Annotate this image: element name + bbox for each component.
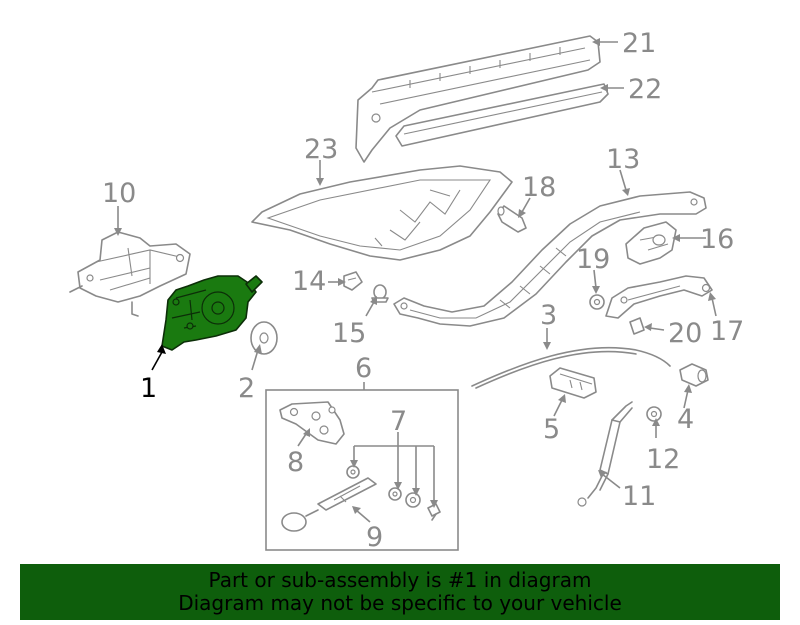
- callout-5: 5: [543, 414, 560, 445]
- part-2-washer: [250, 321, 278, 355]
- callout-22: 22: [628, 74, 662, 105]
- callout-3: 3: [540, 300, 557, 331]
- part-8-plate: [279, 401, 345, 445]
- callout-16: 16: [700, 224, 734, 255]
- callout-19: 19: [576, 244, 610, 275]
- banner-line-1: Part or sub-assembly is #1 in diagram: [208, 568, 592, 592]
- callout-14: 14: [292, 266, 326, 297]
- callout-2: 2: [238, 373, 255, 404]
- callout-23: 23: [304, 134, 338, 165]
- part-21-upper-rail: [355, 35, 601, 163]
- banner-line-2: Diagram may not be specific to your vehi…: [178, 591, 622, 615]
- info-banner: Part or sub-assembly is #1 in diagram Di…: [20, 564, 780, 620]
- part-23-lid-panel: [251, 165, 513, 261]
- callout-21: 21: [622, 28, 656, 59]
- part-12-nut: [646, 406, 662, 422]
- part-15-fastener: [371, 284, 389, 303]
- part-22-seal-strip: [395, 83, 609, 147]
- callout-labels: 1 2 3 4 5 6 7 8 9 10 11 12 13 14 15 16 1…: [102, 28, 744, 553]
- part-10-latch-bracket: [69, 231, 191, 317]
- part-3-cable: [471, 346, 671, 389]
- part-7-bushings: [346, 465, 441, 521]
- part-5-switch: [549, 367, 597, 399]
- callout-11: 11: [622, 481, 656, 512]
- callout-12: 12: [646, 444, 680, 475]
- part-20-clip: [629, 317, 645, 335]
- part-17-lever: [605, 275, 713, 319]
- callout-20: 20: [668, 318, 702, 349]
- callout-10: 10: [102, 178, 136, 209]
- part-16-hinge-bracket: [625, 221, 677, 265]
- callout-8: 8: [287, 447, 304, 478]
- callout-13: 13: [606, 144, 640, 175]
- part-14-clip: [343, 271, 363, 291]
- callout-17: 17: [710, 316, 744, 347]
- leader-lines: [114, 38, 717, 523]
- callout-18: 18: [522, 172, 556, 203]
- part-18-bumper: [497, 205, 527, 233]
- callout-15: 15: [332, 318, 366, 349]
- callout-6: 6: [355, 353, 372, 384]
- part-19-grommet: [589, 294, 605, 310]
- parts-diagram: 1 2 3 4 5 6 7 8 9 10 11 12 13 14 15 16 1…: [69, 28, 744, 553]
- callout-9: 9: [366, 522, 383, 553]
- callout-4: 4: [677, 404, 694, 435]
- part-4-connector: [679, 363, 709, 387]
- part-9-rod: [281, 477, 377, 532]
- callout-1: 1: [140, 373, 157, 404]
- part-1-actuator-assembly: [161, 275, 263, 351]
- part-6-kit-box: [265, 389, 459, 551]
- part-13-hinge-arm: [393, 191, 707, 327]
- callout-7: 7: [390, 406, 407, 437]
